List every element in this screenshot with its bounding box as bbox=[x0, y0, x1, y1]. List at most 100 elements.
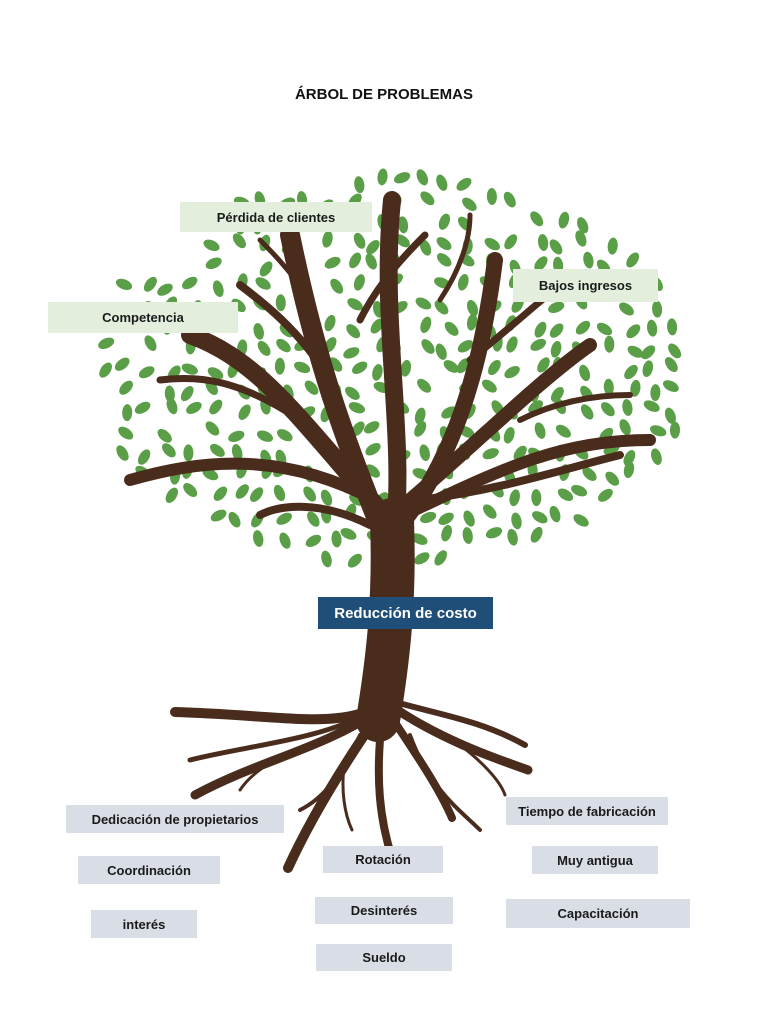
leaf bbox=[415, 297, 432, 310]
leaf bbox=[294, 361, 311, 374]
effect-bajos-ingresos: Bajos ingresos bbox=[513, 269, 658, 302]
leaf bbox=[530, 211, 544, 227]
root bbox=[385, 697, 528, 748]
leaf bbox=[213, 486, 228, 501]
leaf bbox=[503, 427, 515, 444]
root bbox=[170, 700, 385, 725]
leaf bbox=[650, 425, 667, 437]
leaf bbox=[305, 534, 322, 548]
leaf bbox=[275, 294, 286, 312]
leaf bbox=[253, 530, 264, 547]
root bbox=[341, 758, 354, 832]
leaf bbox=[183, 444, 194, 462]
leaf bbox=[143, 276, 157, 292]
leaf bbox=[619, 419, 631, 436]
leaf bbox=[630, 379, 641, 397]
leaf bbox=[249, 487, 264, 502]
branch bbox=[257, 237, 313, 303]
leaf bbox=[419, 239, 432, 256]
leaf bbox=[307, 511, 320, 527]
leaf bbox=[642, 360, 654, 378]
leaf bbox=[534, 321, 547, 338]
leaf bbox=[165, 487, 178, 503]
leaf bbox=[538, 234, 549, 251]
leaf bbox=[462, 527, 473, 544]
leaf bbox=[235, 484, 249, 499]
leaf bbox=[259, 261, 273, 277]
leaf bbox=[186, 401, 202, 414]
leaf bbox=[580, 404, 594, 420]
leaf bbox=[118, 426, 134, 440]
leaf bbox=[457, 274, 469, 291]
leaf bbox=[641, 345, 656, 360]
leaf bbox=[652, 300, 663, 318]
leaf bbox=[420, 191, 435, 206]
leaf bbox=[509, 489, 520, 507]
leaf bbox=[626, 324, 641, 339]
leaf bbox=[137, 449, 151, 465]
leaf bbox=[276, 512, 292, 525]
leaf bbox=[601, 402, 615, 417]
leaf bbox=[667, 318, 678, 336]
leaf bbox=[393, 172, 411, 184]
branch bbox=[156, 374, 304, 424]
leaf bbox=[466, 313, 478, 331]
branch bbox=[236, 281, 334, 384]
leaf bbox=[157, 429, 172, 443]
leaf bbox=[607, 237, 618, 255]
leaf bbox=[575, 320, 591, 335]
leaf bbox=[347, 298, 363, 311]
leaf bbox=[506, 336, 518, 353]
branch bbox=[437, 212, 473, 303]
leaf bbox=[483, 504, 497, 519]
leaf bbox=[238, 404, 251, 420]
leaf bbox=[116, 445, 129, 461]
leaf bbox=[324, 256, 341, 269]
cause-rotacion: Rotación bbox=[323, 846, 443, 873]
branch bbox=[124, 457, 381, 506]
leaf bbox=[320, 489, 333, 506]
root bbox=[238, 746, 302, 792]
leaf bbox=[462, 197, 477, 211]
leaf bbox=[504, 234, 518, 250]
leaf bbox=[624, 364, 638, 380]
leaf bbox=[162, 443, 176, 458]
leaf bbox=[438, 512, 454, 525]
leaf bbox=[347, 553, 362, 568]
leaf bbox=[203, 239, 220, 252]
leaf bbox=[98, 337, 115, 350]
leaf bbox=[253, 323, 264, 340]
leaf bbox=[484, 237, 500, 251]
cause-interes: interés bbox=[91, 910, 197, 938]
tree-roots bbox=[170, 697, 533, 873]
leaf bbox=[119, 380, 133, 395]
leaf bbox=[436, 253, 452, 267]
branch bbox=[256, 502, 374, 529]
leaf bbox=[436, 237, 452, 251]
leaf bbox=[228, 430, 245, 443]
leaf bbox=[414, 407, 426, 425]
leaf bbox=[605, 471, 620, 486]
leaf bbox=[182, 276, 198, 290]
leaf bbox=[573, 514, 589, 527]
cause-capacitacion: Capacitación bbox=[506, 899, 690, 928]
branch bbox=[517, 392, 633, 423]
leaf bbox=[577, 217, 589, 234]
leaf bbox=[340, 528, 357, 540]
leaf bbox=[414, 552, 430, 565]
leaf bbox=[304, 380, 319, 395]
core-problem: Reducción de costo bbox=[318, 597, 493, 629]
leaf bbox=[324, 314, 336, 332]
leaf bbox=[372, 364, 383, 381]
leaf bbox=[255, 277, 271, 290]
leaf bbox=[627, 345, 644, 358]
leaf bbox=[353, 274, 365, 291]
leaf bbox=[353, 232, 366, 249]
leaf bbox=[414, 421, 427, 437]
effect-perdida-de-clientes: Pérdida de clientes bbox=[180, 202, 372, 232]
leaf bbox=[438, 213, 451, 230]
leaf bbox=[138, 366, 155, 379]
leaf bbox=[558, 211, 570, 229]
leaf bbox=[209, 399, 223, 415]
leaf bbox=[534, 256, 548, 271]
